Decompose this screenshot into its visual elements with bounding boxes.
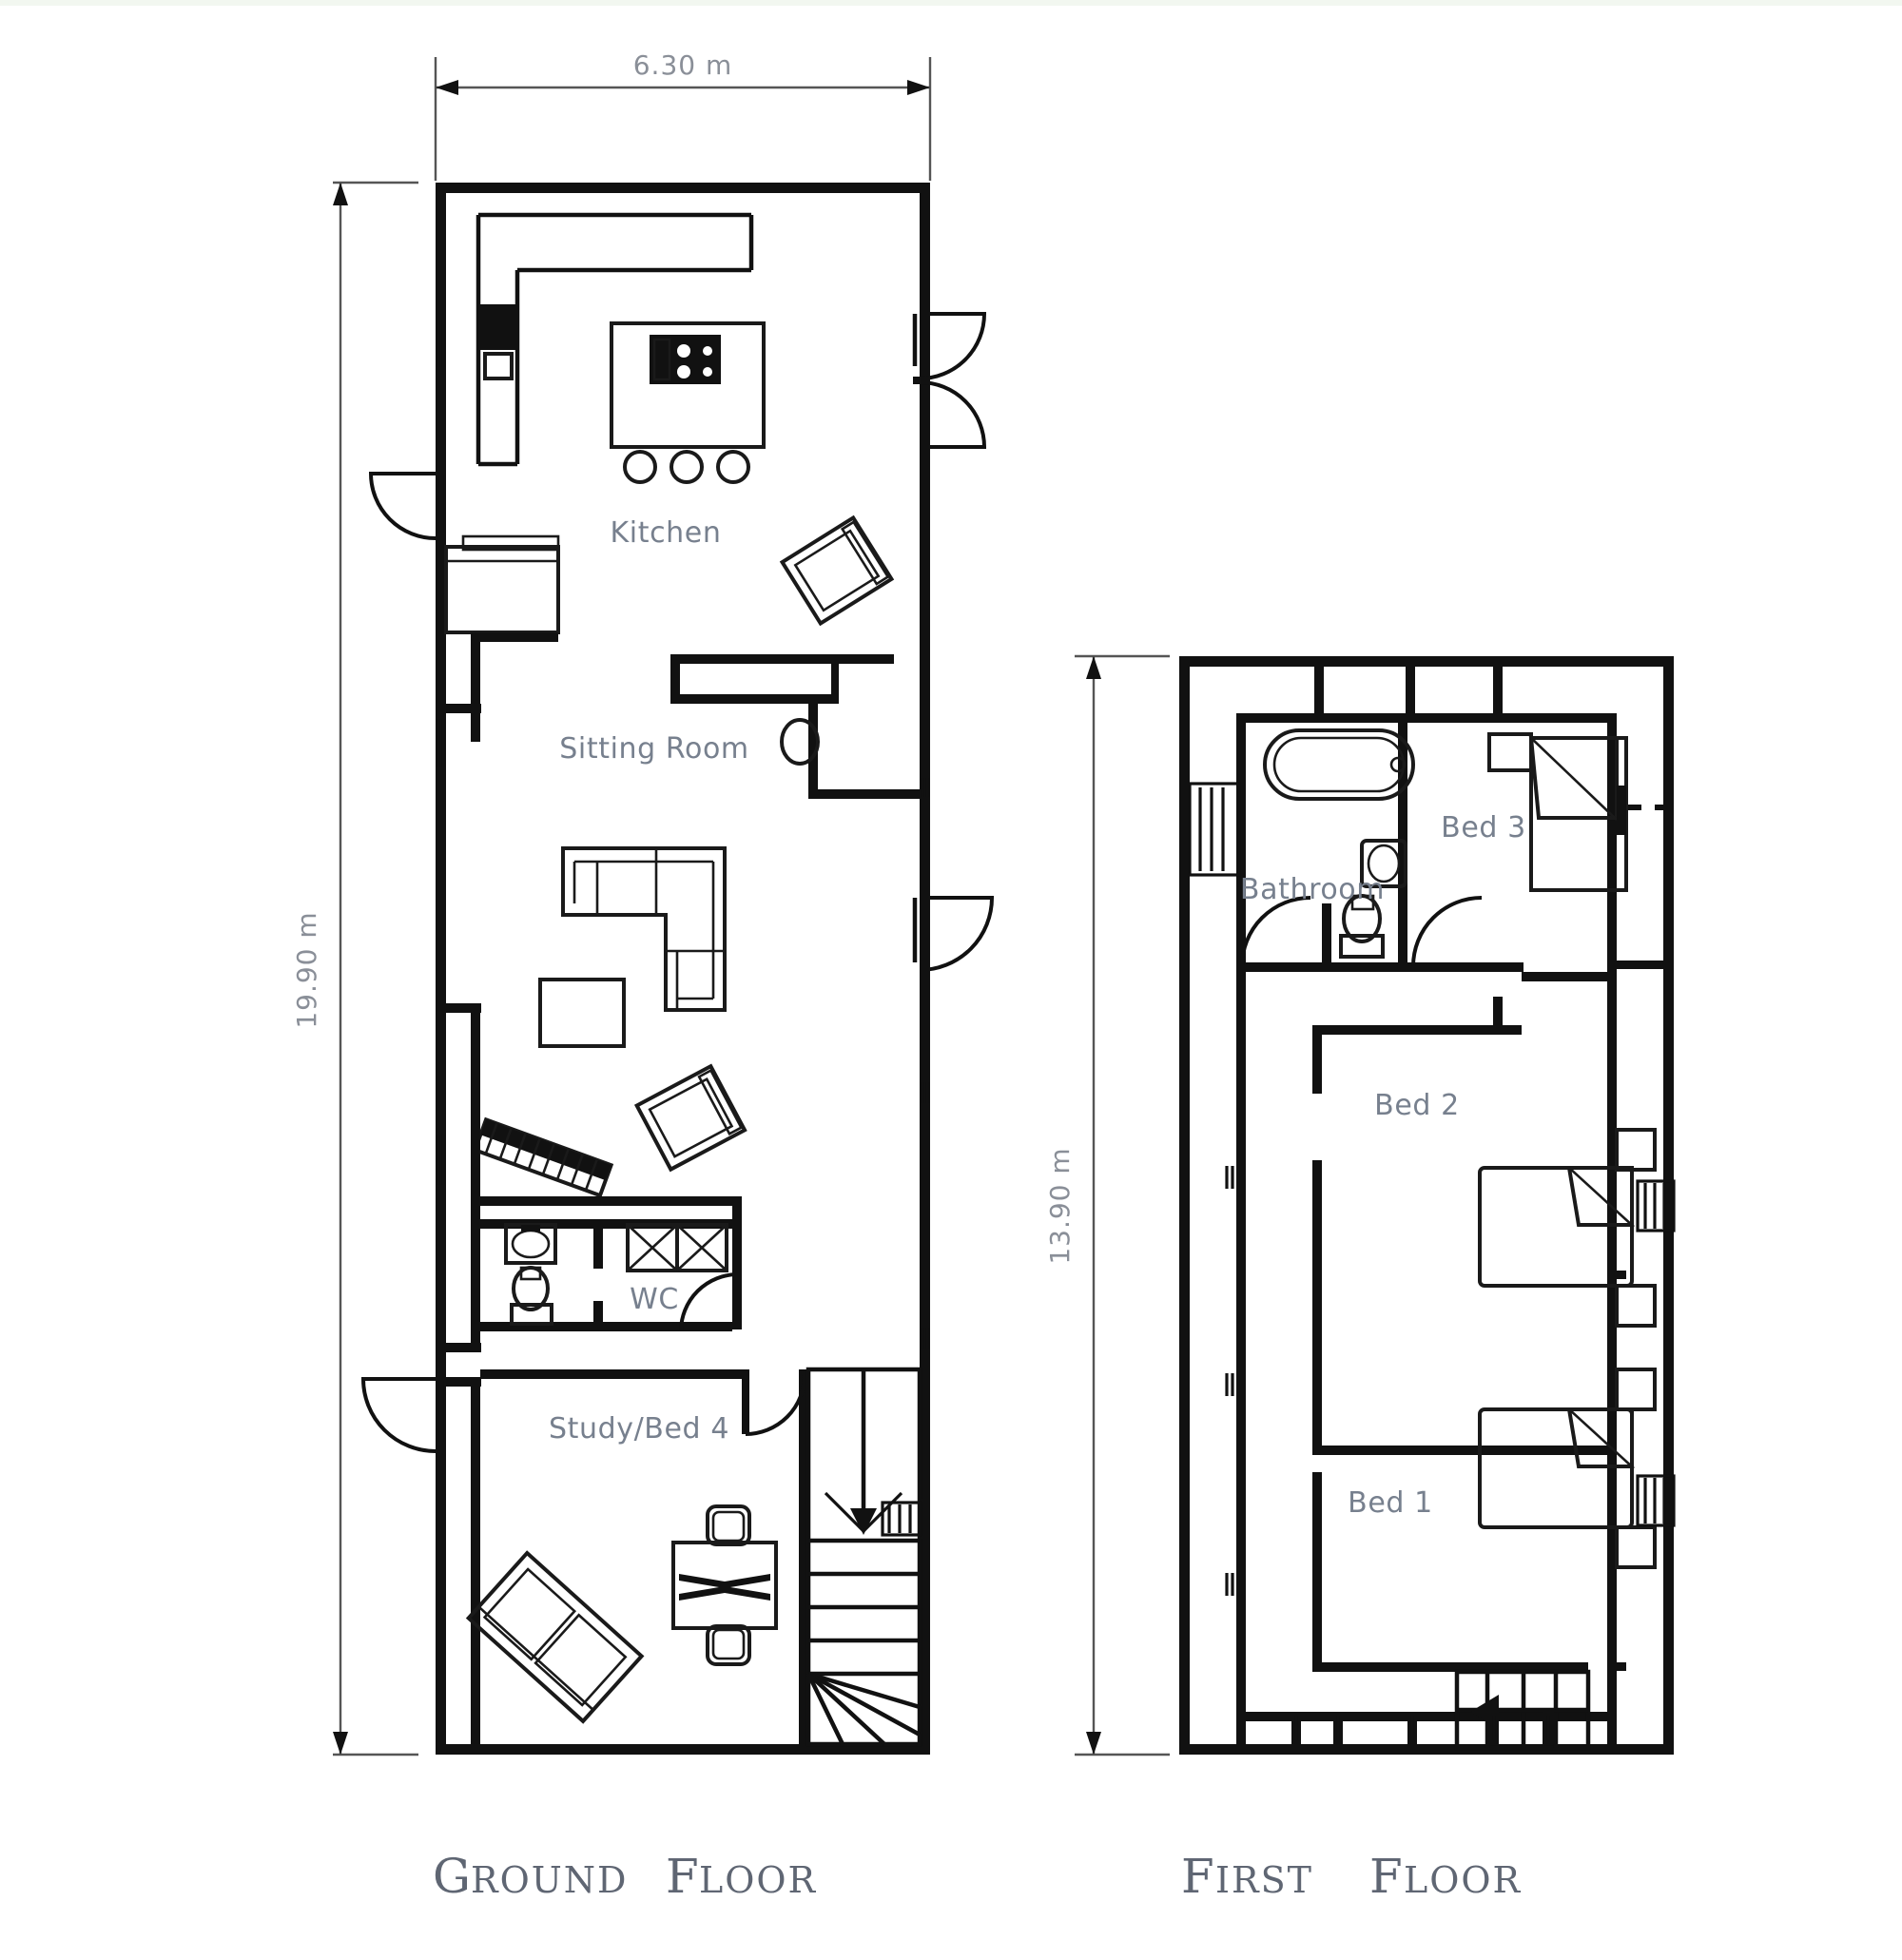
ff-window-right-bed3 [1617,786,1663,835]
sectional-sofa [561,846,727,1012]
wc-fixtures [504,1223,728,1326]
ground-floor-title-F: F [666,1849,701,1904]
bar-stools [623,450,750,484]
first-floor-title-F: F [1181,1849,1216,1904]
ground-floor-width-dimension: 6.30 m [434,49,932,181]
room-label-bed2: Bed 2 [1374,1089,1460,1122]
window-right-lower2 [920,1322,930,1354]
first-floor-title-irst: IRST [1215,1859,1313,1901]
window-left-lower [436,1130,446,1191]
interior-wall-left-upper [436,632,558,742]
bed2-nightstand-bottom [1615,1284,1657,1328]
staircase-down [1454,1669,1591,1751]
bathtub [1263,728,1415,801]
armchair-2 [633,1063,747,1173]
room-label-bed3: Bed 3 [1441,811,1526,844]
ff-right-ticks [1617,961,1663,1671]
wc-room-walls [480,1196,742,1331]
front-door-left[interactable] [360,1369,446,1455]
armchair-1 [779,514,895,627]
ground-floor-title-round: ROUND [471,1859,629,1901]
first-floor-height-dimension: 13.90 m [1044,654,1170,1756]
side-door-left[interactable] [368,466,446,542]
bathroom-walls [1236,723,1407,972]
room-label-bathroom: Bathroom [1240,873,1385,906]
wood-stove [472,1116,614,1198]
coffee-table [538,978,626,1048]
bed3-door[interactable] [1411,896,1483,967]
staircase-up [805,1367,922,1747]
room-label-study-bed4: Study/Bed 4 [549,1412,729,1446]
study-desk [671,1504,778,1666]
room-label-sitting-room: Sitting Room [559,732,748,766]
french-door-upper[interactable] [912,304,987,380]
bed3-nightstand [1487,732,1533,772]
bathroom-toilet [1339,894,1385,959]
room-label-bed1: Bed 1 [1348,1486,1433,1520]
first-floor-title-loor: LOOR [1404,1859,1522,1901]
side-bench [444,534,560,634]
ff-window-left-mid2 [1179,1369,1234,1400]
kitchen-counter [476,212,754,467]
study-door[interactable] [742,1369,806,1436]
window-right-mid1 [920,772,930,803]
ground-floor-title: G ROUND F LOOR [433,1849,817,1904]
study-sofa [465,1550,645,1724]
window-left-kitchen [436,314,446,373]
room-label-wc: WC [630,1283,679,1316]
patio-door-right[interactable] [912,886,995,974]
bed2-nightstand-top [1615,1128,1657,1172]
bathroom-door[interactable] [1236,896,1311,972]
first-floor-bottom-joists [1291,1712,1554,1744]
bar-stool-3 [716,450,750,484]
first-floor-title-F2: F [1369,1849,1405,1904]
study-room-walls [436,1369,808,1744]
ground-height-dimension-text: 19.90 m [291,911,322,1028]
kitchen-sink-small [483,352,514,380]
interior-partition-right [670,654,920,799]
ground-floor-title-loor: LOOR [699,1859,817,1901]
ground-floor-title-G: G [433,1849,473,1904]
ground-floor-height-dimension: 19.90 m [291,181,418,1756]
wc-door[interactable] [679,1271,742,1332]
french-door-upper-lower-leaf[interactable] [913,377,987,451]
kitchen-island [610,321,766,449]
sheet-top-edge [0,0,1902,6]
bathroom-basin [1360,839,1407,888]
kitchen-sink [652,338,671,381]
bed1-nightstand-bottom [1615,1525,1657,1569]
ff-window-left-mid1 [1179,1162,1234,1193]
ff-window-left-mid3 [1179,1569,1234,1600]
bed2-double-bed [1478,1128,1657,1328]
ff-window-right-bed1 [1636,1474,1676,1527]
first-floor-title: F IRST F LOOR [1181,1849,1522,1904]
window-left-sitting [436,713,446,772]
bed1-walls [1236,1472,1607,1721]
washing-machine [626,1223,679,1272]
kitchen-cooker [478,304,517,350]
ff-window-right-bed2 [1636,1179,1676,1232]
bed1-nightstand-top [1615,1368,1657,1411]
first-floor-outer-walls [1179,656,1674,1755]
window-right-lower [920,1077,930,1109]
ground-width-dimension-text: 6.30 m [633,49,733,81]
wc-toilet [510,1266,553,1326]
first-floor-inner-lining [1236,713,1617,1744]
tumble-dryer [675,1223,728,1272]
bed1-double-bed [1478,1368,1657,1569]
bar-stool-2 [670,450,704,484]
desk-chair-2 [706,1624,751,1666]
room-label-kitchen: Kitchen [611,516,722,550]
interior-wall-left-lower [436,1003,481,1352]
bed2-walls [1312,997,1617,1455]
first-floor-top-joists [1314,667,1503,714]
bar-stool-1 [623,450,657,484]
first-height-dimension-text: 13.90 m [1044,1147,1076,1264]
ff-window-left-top [1179,782,1241,877]
bed3-walls [1407,962,1617,981]
desk-chair-1 [706,1504,751,1546]
stair-window-right [881,1499,930,1539]
